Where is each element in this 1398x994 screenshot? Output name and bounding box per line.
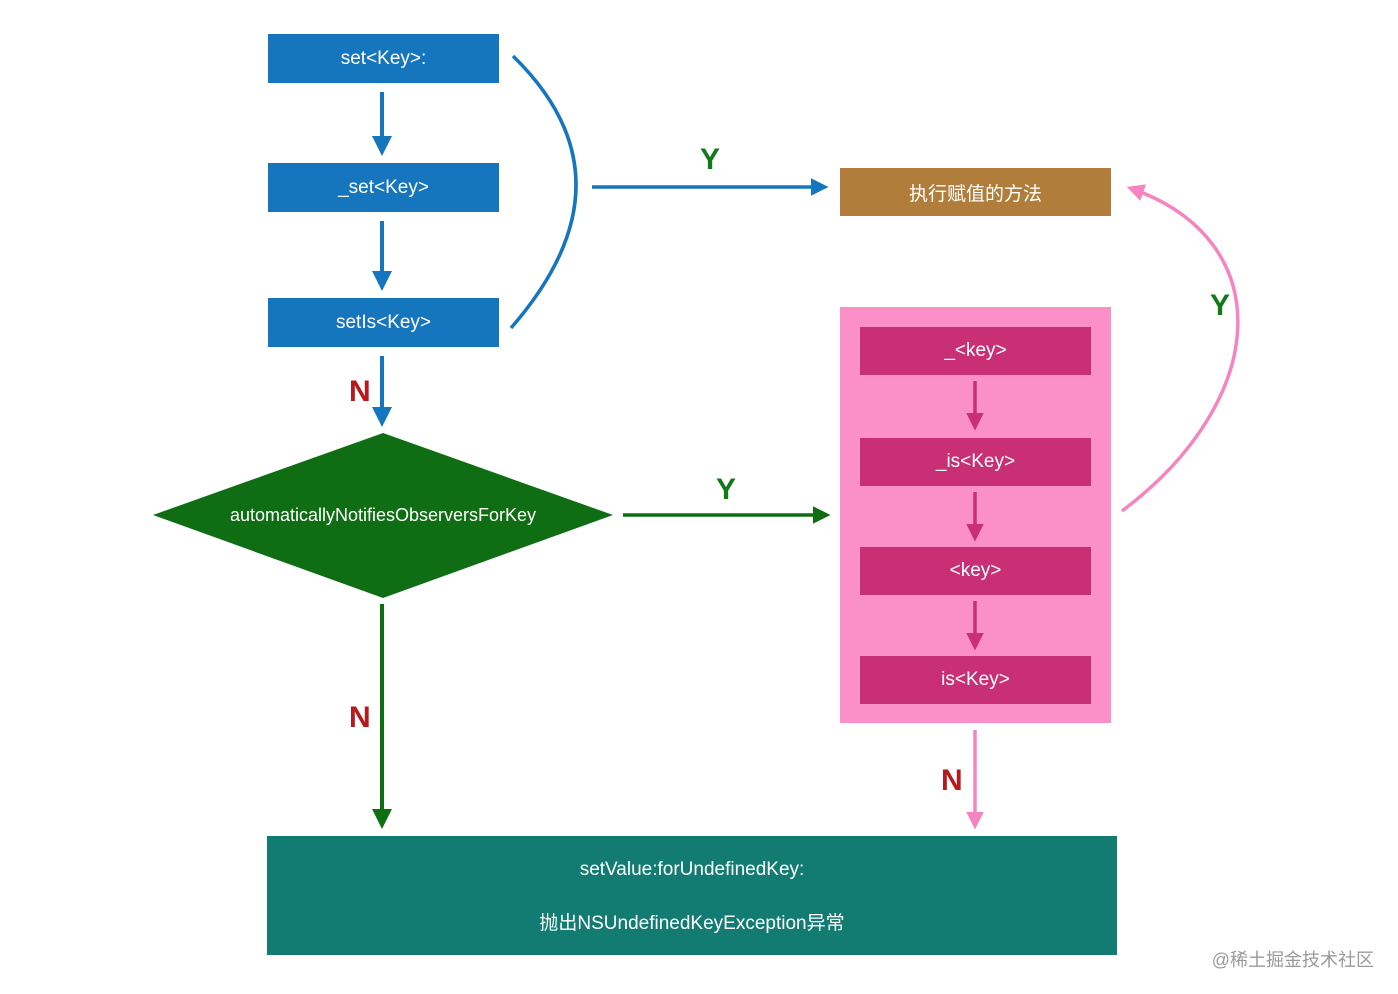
- setter-bracket-curve: [509, 54, 578, 330]
- label-decision-no: N: [349, 701, 371, 734]
- decision-diamond: [153, 433, 613, 598]
- decision-label: automaticallyNotifiesObserversForKey: [229, 504, 537, 525]
- undefined-key-box: setValue:forUndefinedKey: 抛出NSUndefinedK…: [267, 836, 1117, 955]
- ivar-is-key: is<Key>: [860, 656, 1091, 704]
- arrow-ivar-found: [1120, 184, 1240, 513]
- undefined-key-exception: 抛出NSUndefinedKeyException异常: [539, 913, 845, 934]
- ivar-key: <key>: [860, 547, 1091, 595]
- label-setters-not-found: N: [349, 375, 371, 408]
- setter-method-set-key: set<Key>:: [268, 34, 499, 83]
- watermark: @稀土掘金技术社区: [1211, 950, 1374, 970]
- label-decision-yes: Y: [716, 473, 737, 506]
- label-ivar-found: Y: [1210, 289, 1231, 322]
- setter-method-setis-key: setIs<Key>: [268, 298, 499, 347]
- label-setters-found: Y: [700, 143, 721, 176]
- undefined-key-method: setValue:forUndefinedKey:: [579, 859, 805, 880]
- label-ivar-not-found: N: [941, 764, 963, 797]
- execute-assignment-box: 执行赋值的方法: [840, 168, 1111, 216]
- ivar-underscore-key: _<key>: [860, 327, 1091, 375]
- ivar-underscore-is-key: _is<Key>: [860, 438, 1091, 486]
- setter-method-underscore-set-key: _set<Key>: [268, 163, 499, 212]
